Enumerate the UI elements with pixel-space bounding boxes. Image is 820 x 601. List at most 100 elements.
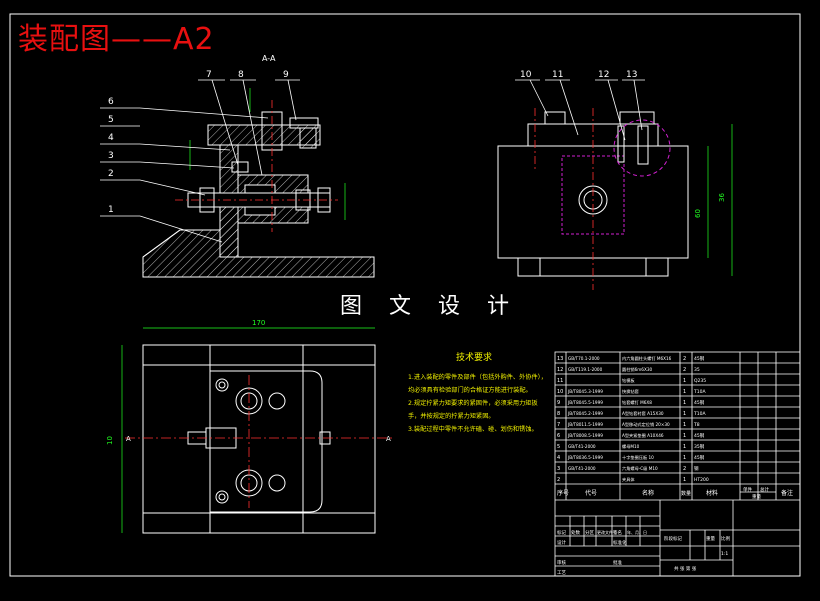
bom-material: T10A bbox=[693, 411, 706, 417]
dim-side-total: 36 bbox=[718, 193, 726, 202]
bom-material: 35钢 bbox=[694, 443, 705, 450]
bom-header: 单件 bbox=[743, 486, 752, 493]
bom-name: 钻模板 bbox=[622, 377, 635, 384]
title-cell: 标准化 bbox=[613, 539, 627, 546]
title-cell: 阶段标记 bbox=[664, 535, 682, 542]
bom-name: A型移动式定位销 20×30 bbox=[622, 421, 670, 428]
tech-heading: 技术要求 bbox=[455, 353, 492, 363]
dim-side-height: 60 bbox=[694, 209, 702, 218]
bom-code: JB/T8045.2-1999 bbox=[567, 411, 603, 416]
bom-qty: 1 bbox=[683, 389, 686, 395]
callout-number: 12 bbox=[598, 70, 609, 80]
bom-header: 材料 bbox=[706, 489, 718, 497]
callout-number: 4 bbox=[108, 133, 114, 143]
side-screw-head bbox=[619, 111, 655, 125]
bom-material: 45钢 bbox=[694, 355, 705, 362]
plan-view: 170 10 A A bbox=[106, 319, 395, 534]
bom-number: 11 bbox=[557, 378, 563, 384]
title-cell: 工艺 bbox=[557, 570, 566, 576]
bom-number: 2 bbox=[557, 477, 560, 483]
cap-screw bbox=[637, 125, 649, 165]
bom-header: 备注 bbox=[781, 489, 793, 497]
bom-number: 3 bbox=[557, 466, 560, 472]
tech-item: 2.规定拧紧力矩要求的紧固件，必须采用力矩扳手，并按规定的拧紧力矩紧固。 bbox=[408, 400, 538, 420]
callout-number: 1 bbox=[108, 205, 114, 215]
bom-qty: 2 bbox=[683, 367, 686, 373]
sheet-border bbox=[9, 13, 801, 577]
title-cell: 标记 bbox=[557, 529, 566, 536]
bom-qty: 1 bbox=[683, 455, 686, 461]
side-foot-right bbox=[645, 257, 669, 277]
callout-number: 3 bbox=[108, 151, 114, 161]
callout-number: 6 bbox=[108, 97, 114, 107]
bom-code: JB/T8045.5-1999 bbox=[567, 400, 603, 405]
watermark-banner: 图 文 设 计 bbox=[340, 288, 519, 320]
bom-header: 重量 bbox=[752, 493, 761, 500]
title-cell: 更改文件号 bbox=[597, 529, 617, 535]
detail-circle bbox=[613, 119, 671, 177]
callout-number: 8 bbox=[238, 70, 244, 80]
tech-item: 1.进入装配的零件及部件（包括外购件、外协件），均必须具有检验部门的合格证方能进… bbox=[408, 374, 547, 394]
bom-qty: 1 bbox=[683, 400, 686, 406]
section-view: A-A bbox=[142, 54, 375, 278]
side-view: 60 36 bbox=[497, 108, 733, 290]
title-cell: 处数 bbox=[571, 529, 580, 536]
bom-name: 圆柱销6m6X30 bbox=[622, 366, 653, 373]
bom-header: 代号 bbox=[585, 489, 597, 497]
base-slope bbox=[142, 229, 220, 258]
bom-name: 六角螺母-C级 M10 bbox=[622, 465, 658, 472]
title-cell: 审核 bbox=[557, 559, 566, 566]
bom-qty: 2 bbox=[683, 356, 686, 362]
drawing-title: 装配图——A2 bbox=[18, 22, 215, 57]
bom-qty: 1 bbox=[683, 477, 686, 483]
title-cell: 分区 bbox=[585, 529, 594, 536]
bom-header: 名称 bbox=[642, 489, 654, 497]
bom-code: JB/T8008.5-1999 bbox=[567, 433, 603, 438]
bom-number: 9 bbox=[557, 400, 560, 406]
bom-code: GB/T119.1-2000 bbox=[568, 367, 603, 372]
bom-material: T8 bbox=[693, 422, 700, 428]
bom-number: 5 bbox=[557, 444, 560, 450]
bore-outer bbox=[578, 185, 608, 215]
bom-material: 35 bbox=[694, 367, 700, 373]
callout-number: 10 bbox=[520, 70, 532, 80]
dim-plan-height: 10 bbox=[106, 436, 114, 445]
bom-code: GB/T70.1-2000 bbox=[568, 356, 600, 361]
bom-code: GB/T41-2000 bbox=[568, 444, 596, 449]
bom-header: 数量 bbox=[681, 490, 691, 497]
bom-material: 45钢 bbox=[694, 432, 705, 439]
title-cell: 比例 bbox=[721, 535, 730, 542]
bom-code: JB/T8045.3-1999 bbox=[567, 389, 603, 394]
section-marker-left: A bbox=[126, 435, 131, 443]
title-cell: 重量 bbox=[706, 535, 715, 542]
bom-name: 快换钻套 bbox=[622, 388, 640, 395]
bom-material: Q235 bbox=[694, 378, 706, 384]
callouts-left: 6 5 4 3 2 1 7 8 9 bbox=[100, 70, 300, 243]
bom-qty: 2 bbox=[683, 466, 686, 472]
title-cell: 批准 bbox=[613, 559, 622, 566]
bom-name: A型钻套衬套 A15X30 bbox=[622, 410, 664, 417]
bom-number: 6 bbox=[557, 433, 560, 439]
bom-material: 45钢 bbox=[694, 454, 705, 461]
bom-material: HT200 bbox=[694, 477, 709, 483]
callout-number: 2 bbox=[108, 169, 114, 179]
bom-number: 13 bbox=[557, 356, 563, 362]
bom-qty: 1 bbox=[683, 411, 686, 417]
bom-code: JB/T8011.5-1999 bbox=[567, 422, 603, 427]
callouts-right: 10 11 12 13 bbox=[515, 70, 645, 141]
callout-number: 5 bbox=[108, 115, 114, 125]
side-bushing bbox=[544, 111, 566, 125]
bom-qty: 1 bbox=[683, 378, 686, 384]
callout-number: 11 bbox=[552, 70, 563, 80]
bom-qty: 1 bbox=[683, 444, 686, 450]
bom-qty: 1 bbox=[683, 422, 686, 428]
callout-number: 7 bbox=[206, 70, 212, 80]
section-label: A-A bbox=[262, 54, 276, 63]
bom-qty: 1 bbox=[683, 433, 686, 439]
title-cell: 设计 bbox=[557, 539, 566, 546]
bom-material: 钢 bbox=[694, 465, 699, 472]
bom-code: GB/T41-2000 bbox=[568, 466, 596, 471]
side-foot-left bbox=[517, 257, 541, 277]
